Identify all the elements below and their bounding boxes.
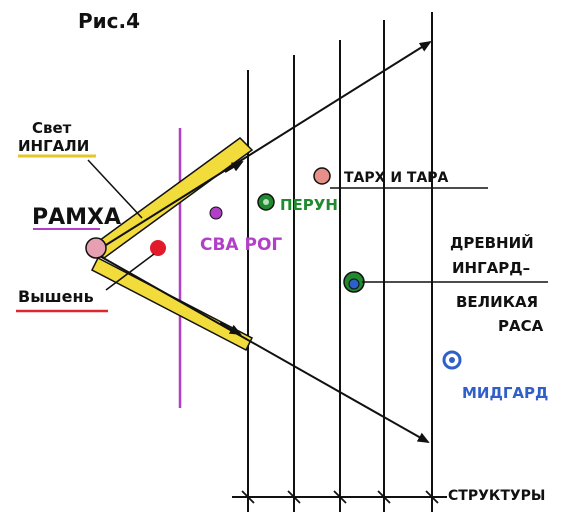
tarkh-tara-point: [313, 167, 331, 185]
ramha-label: РАМХА: [32, 205, 121, 230]
ancient-label-line-4: РАСА: [498, 317, 544, 335]
vyshen-label: Вышень: [18, 287, 94, 306]
svet-label: Свет: [32, 119, 72, 137]
ramha-point: [85, 237, 107, 259]
lower-ray-arrow: [97, 254, 430, 443]
ingaly-label: ИНГАЛИ: [18, 137, 89, 155]
svarog-point: [209, 206, 223, 220]
upper-ray-arrow: [97, 40, 432, 251]
ancient-label-line-2: ИНГАРД–: [452, 259, 530, 277]
structure-lines: [247, 12, 433, 512]
upper-ray-mid-arrow: [224, 160, 244, 173]
midgard-label: МИДГАРД: [462, 384, 548, 402]
svarog-label: СВА РОГ: [200, 235, 282, 255]
figure-title: Рис.4: [78, 9, 140, 33]
lower-ray-mid-arrow: [219, 322, 242, 335]
ancient-label-line-3: ВЕЛИКАЯ: [456, 293, 538, 311]
lower-ray-band: [90, 256, 254, 352]
ingaly-pointer: [87, 159, 143, 219]
ancient-label-line-1: ДРЕВНИЙ: [450, 233, 534, 252]
vyshen-pointer: [105, 253, 155, 291]
axis-ticks: [241, 490, 439, 504]
structures-label: СТРУКТУРЫ: [448, 488, 545, 504]
tarkh-tara-label: ТАРХ И ТАРА: [344, 170, 449, 186]
vyshen-point: [150, 240, 166, 256]
perun-label: ПЕРУН: [280, 196, 338, 214]
